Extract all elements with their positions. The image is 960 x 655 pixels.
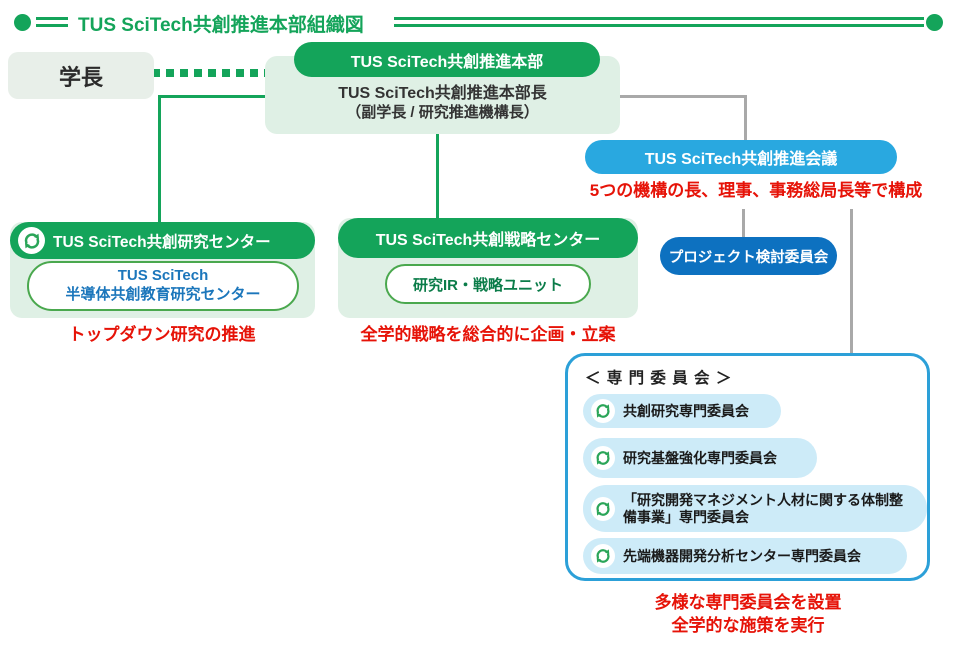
committee-item-label: 先端機器開発分析センター専門委員会 — [623, 547, 861, 564]
council-note: 5つの機構の長、理事、事務総局長等で構成 — [589, 181, 923, 200]
recycle-icon — [591, 399, 615, 423]
special-committees-note-line1: 多様な専門委員会を設置 — [654, 593, 842, 612]
semiconductor-center-line2: 半導体共創教育研究センター — [65, 286, 261, 303]
committee-item: 先端機器開発分析センター専門委員会 — [583, 538, 907, 574]
page-title: TUS SciTech共創推進本部組織図 — [78, 15, 364, 36]
project-committee-label: プロジェクト検討委員会 — [668, 249, 829, 266]
connector-research-center-vertical — [158, 95, 161, 223]
committee-item-label: 共創研究専門委員会 — [623, 402, 749, 419]
special-committees-note-line2: 全学的な施策を実行 — [671, 615, 825, 635]
recycle-icon — [18, 227, 45, 254]
committee-item: 研究基盤強化専門委員会 — [583, 438, 817, 478]
headquarters-head-title: TUS SciTech共創推進本部長 — [338, 85, 547, 102]
council-pill-label: TUS SciTech共創推進会議 — [644, 151, 838, 168]
research-center-pill: TUS SciTech共創研究センター — [10, 222, 315, 259]
connector-hq-council-horizontal — [620, 95, 747, 98]
research-ir-unit-pill: 研究IR・戦略ユニット — [385, 264, 591, 304]
semiconductor-center-line1: TUS SciTech — [117, 267, 209, 285]
title-bullet-left — [14, 14, 31, 31]
strategy-center-note: 全学的戦略を総合的に企画・立案 — [360, 325, 616, 344]
research-center-pill-label: TUS SciTech共創研究センター — [53, 233, 271, 251]
committee-item-label: 「研究開発マネジメント人材に関する体制整備事業」専門委員会 — [623, 491, 903, 525]
research-ir-unit-label: 研究IR・戦略ユニット — [412, 276, 563, 294]
president-box: 学長 — [8, 52, 154, 99]
semiconductor-center-pill: TUS SciTech 半導体共創教育研究センター — [27, 261, 299, 311]
committee-item: 共創研究専門委員会 — [583, 394, 781, 428]
connector-special-committees-vertical — [850, 209, 853, 354]
connector-council-vertical — [744, 95, 747, 141]
headquarters-head: TUS SciTech共創推進本部長 （副学長 / 研究推進機構長） — [265, 84, 620, 123]
recycle-icon — [591, 496, 615, 521]
title-rule-right — [394, 17, 924, 27]
title-rule-left — [36, 17, 68, 27]
connector-project-committee-vertical — [742, 209, 745, 238]
connector-president-hq-dotted — [152, 69, 265, 77]
headquarters-pill-label: TUS SciTech共創推進本部 — [350, 53, 544, 71]
connector-hq-left-horizontal — [158, 95, 265, 98]
committee-item: 「研究開発マネジメント人材に関する体制整備事業」専門委員会 — [583, 485, 927, 532]
headquarters-head-subtitle: （副学長 / 研究推進機構長） — [346, 104, 539, 121]
headquarters-pill: TUS SciTech共創推進本部 — [294, 42, 600, 77]
recycle-icon — [591, 446, 615, 470]
project-committee-pill: プロジェクト検討委員会 — [660, 237, 837, 275]
strategy-center-pill: TUS SciTech共創戦略センター — [338, 218, 638, 258]
council-pill: TUS SciTech共創推進会議 — [585, 140, 897, 174]
recycle-icon — [591, 544, 615, 568]
committee-item-label: 研究基盤強化専門委員会 — [623, 449, 777, 466]
title-bullet-right — [926, 14, 943, 31]
special-committees-header: ＜ 専 門 委 員 会 ＞ — [585, 370, 733, 387]
connector-strategy-center-vertical — [436, 133, 439, 219]
research-center-note: トップダウン研究の推進 — [68, 325, 256, 344]
special-committees-note: 多様な専門委員会を設置 全学的な施策を実行 — [598, 592, 898, 638]
president-label: 学長 — [58, 64, 103, 90]
strategy-center-pill-label: TUS SciTech共創戦略センター — [375, 232, 601, 249]
